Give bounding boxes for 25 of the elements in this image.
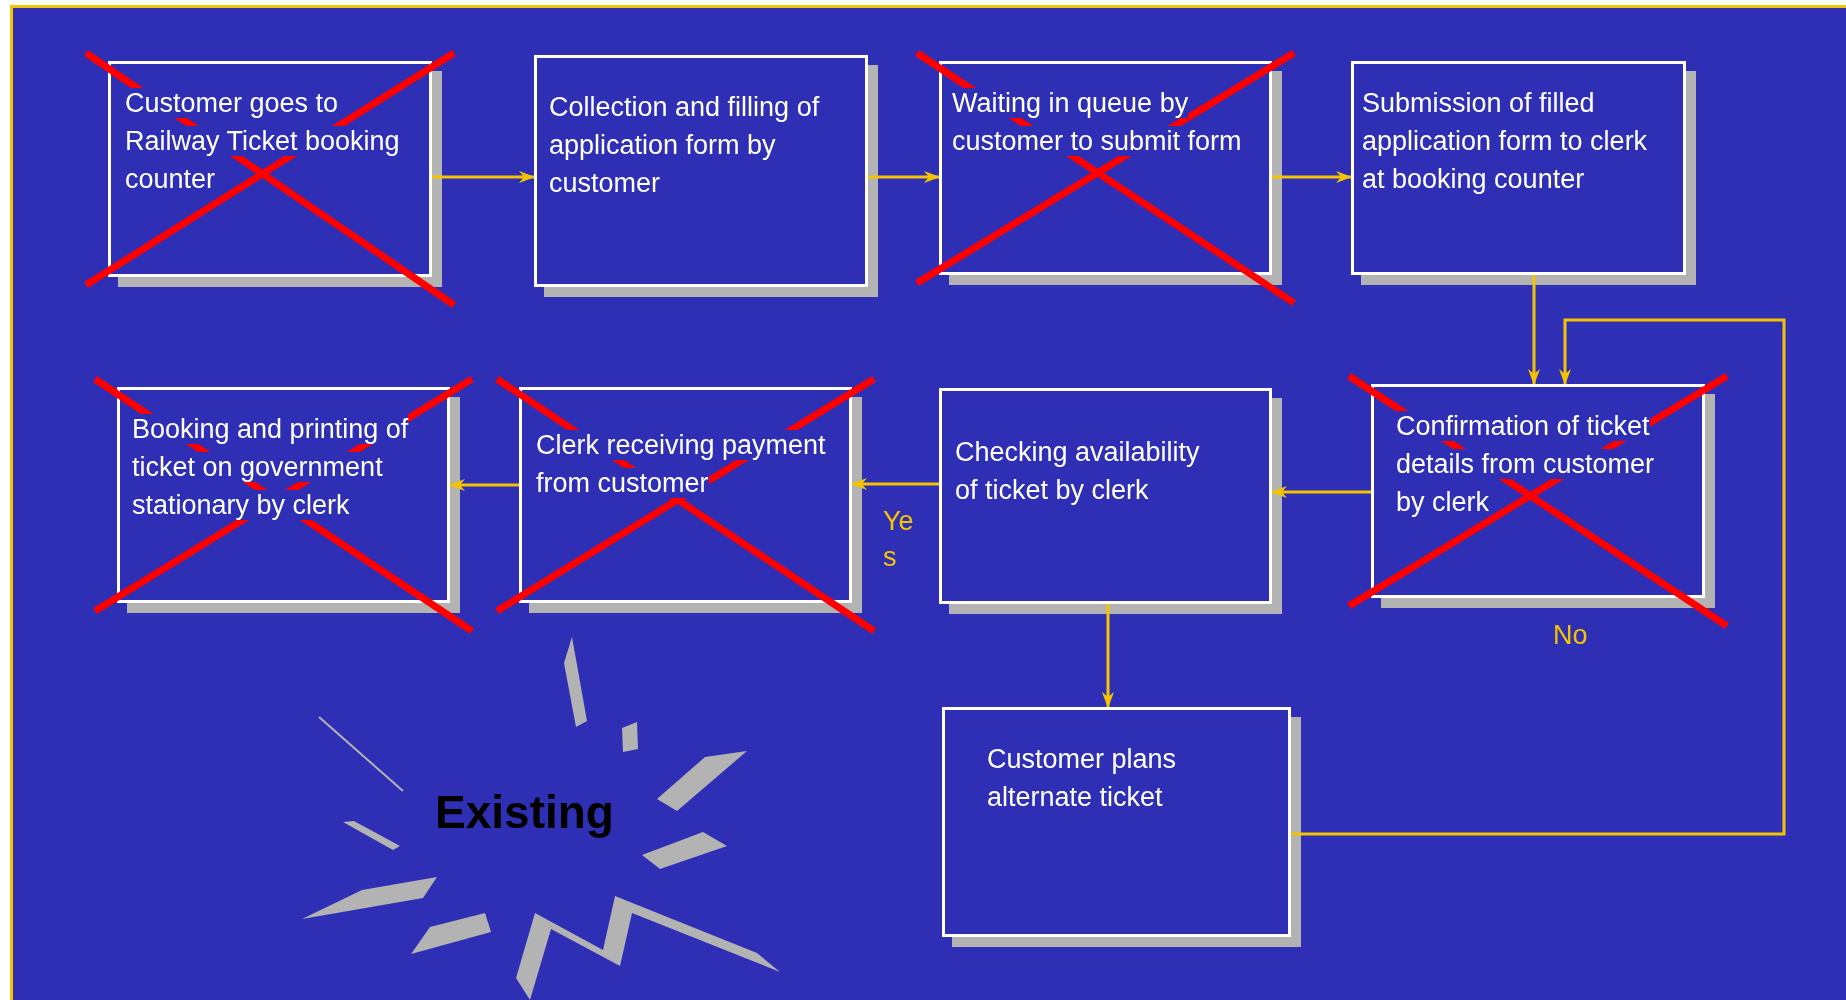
process-box <box>108 61 432 277</box>
arrow <box>868 171 940 183</box>
process-box <box>117 387 450 603</box>
process-box <box>1351 61 1686 275</box>
decision-label: No <box>1553 620 1588 651</box>
process-box <box>942 707 1291 937</box>
step-text: Clerk receiving payment from customer <box>536 429 826 500</box>
process-box <box>519 387 852 603</box>
edge-label: Yes <box>883 505 915 574</box>
step-text: Confirmation of ticket details from customer by clerk <box>1396 410 1656 519</box>
process-box <box>939 388 1272 604</box>
arrow <box>1102 604 1114 708</box>
arrow <box>1528 275 1540 385</box>
arrow <box>1272 171 1352 183</box>
arrow <box>851 478 939 490</box>
process-box <box>534 55 868 287</box>
arrow <box>432 171 535 183</box>
step-text: Waiting in queue by customer to submit form <box>952 87 1243 158</box>
arrow <box>1271 486 1371 498</box>
arrow <box>449 479 519 491</box>
stage-title: Existing <box>435 785 614 839</box>
process-box <box>939 61 1272 275</box>
step-text: Booking and printing of ticket on government stationary by clerk <box>132 413 410 522</box>
arrow <box>1291 318 1786 836</box>
process-box <box>1371 384 1705 598</box>
